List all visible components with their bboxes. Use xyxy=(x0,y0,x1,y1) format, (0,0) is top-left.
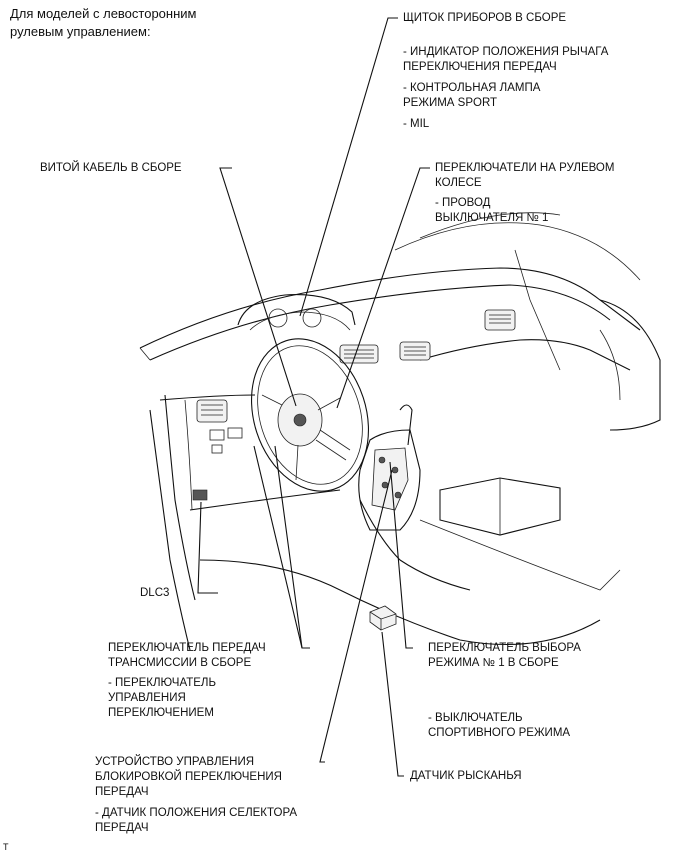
cluster-sub3: - MIL xyxy=(403,118,430,130)
header-line-1: Для моделей с левосторонним xyxy=(10,6,197,21)
shift-assy-sub-a: - ПЕРЕКЛЮЧАТЕЛЬ xyxy=(108,677,217,689)
shift-assy-sub-b: УПРАВЛЕНИЯ xyxy=(108,692,186,704)
mode-selector-sub-a: - ВЫКЛЮЧАТЕЛЬ xyxy=(428,712,523,724)
cluster-sub2b: РЕЖИМА SPORT xyxy=(403,97,498,109)
lock-control-title-b: БЛОКИРОВКОЙ ПЕРЕКЛЮЧЕНИЯ xyxy=(95,771,282,783)
mode-selector-title-a: ПЕРЕКЛЮЧАТЕЛЬ ВЫБОРА xyxy=(428,642,581,654)
steering-switch-sub-b: ВЫКЛЮЧАТЕЛЯ № 1 xyxy=(435,212,549,224)
steering-switch-sub-a: - ПРОВОД xyxy=(435,197,491,209)
cluster-sub1b: ПЕРЕКЛЮЧЕНИЯ ПЕРЕДАЧ xyxy=(403,61,557,73)
lock-control-sub-b: ПЕРЕДАЧ xyxy=(95,822,149,834)
steering-switch-title-a: ПЕРЕКЛЮЧАТЕЛИ НА РУЛЕВОМ xyxy=(435,162,615,174)
dlc3-label: DLC3 xyxy=(140,587,170,599)
yaw-sensor-label: ДАТЧИК РЫСКАНЬЯ xyxy=(410,770,522,782)
lock-control-title-a: УСТРОЙСТВО УПРАВЛЕНИЯ xyxy=(95,756,255,768)
cluster-sub1a: - ИНДИКАТОР ПОЛОЖЕНИЯ РЫЧАГА xyxy=(403,46,609,58)
header-line-2: рулевым управлением: xyxy=(10,24,151,39)
shift-assy-title-a: ПЕРЕКЛЮЧАТЕЛЬ ПЕРЕДАЧ xyxy=(108,642,266,654)
shift-assy-sub-c: ПЕРЕКЛЮЧЕНИЕМ xyxy=(108,707,214,719)
steering-switch-title-b: КОЛЕСЕ xyxy=(435,177,482,189)
lock-control-title-c: ПЕРЕДАЧ xyxy=(95,786,149,798)
spiral-cable-title: ВИТОЙ КАБЕЛЬ В СБОРЕ xyxy=(40,162,182,174)
shift-assy-title-b: ТРАНСМИССИИ В СБОРЕ xyxy=(108,657,252,669)
cluster-sub2a: - КОНТРОЛЬНАЯ ЛАМПА xyxy=(403,82,541,94)
mode-selector-sub-b: СПОРТИВНОГО РЕЖИМА xyxy=(428,727,571,739)
cluster-title: ЩИТОК ПРИБОРОВ В СБОРЕ xyxy=(403,12,567,24)
lock-control-sub-a: - ДАТЧИК ПОЛОЖЕНИЯ СЕЛЕКТОРА xyxy=(95,807,298,819)
mode-selector-title-b: РЕЖИМА № 1 В СБОРЕ xyxy=(428,657,559,669)
footer-mark: T xyxy=(3,842,9,852)
